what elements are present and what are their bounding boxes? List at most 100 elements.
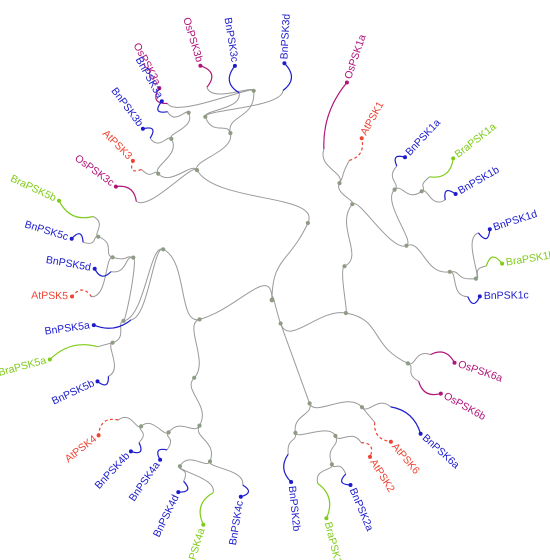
leaf-tip-AtPSK1 xyxy=(359,136,364,141)
leaf-branch-BnPSK5a xyxy=(93,319,132,329)
leaf-tip-BnPSK1b xyxy=(453,192,458,196)
leaf-tip-BnPSK3a xyxy=(159,99,164,104)
tree-node-C1b xyxy=(404,243,409,248)
tree-node-C6a xyxy=(405,361,410,366)
branch-to-BnPSK1a xyxy=(391,165,398,190)
tree-node-C2a xyxy=(293,430,298,435)
tree-node-root xyxy=(269,297,275,303)
branch-to-BnPSK4a xyxy=(166,432,172,451)
leaf-branch-BnPSK4b xyxy=(130,442,142,454)
leaf-tip-BnPSK1c xyxy=(477,294,482,299)
tree-node-C4c xyxy=(207,459,213,464)
leaf-label-BnPSK2a: BnPSK2a xyxy=(347,486,376,533)
leaf-tip-OsPSK3c xyxy=(113,184,118,189)
leaf-label-BraPSK5a: BraPSK5a xyxy=(0,355,48,379)
branch-to-BnPSK5c xyxy=(82,236,99,244)
tree-node-R2 xyxy=(197,317,202,322)
branch-C3 xyxy=(196,169,310,224)
branch-to-BnPSK4c xyxy=(209,461,244,486)
leaf-branch-BnPSK3b xyxy=(142,127,154,139)
tree-node-C5e xyxy=(96,234,101,239)
leaf-tip-BnPSK3c xyxy=(232,63,237,68)
leaf-branch-AtPSK3 xyxy=(130,160,142,172)
leaf-branch-BnPSK5b xyxy=(97,376,110,386)
tree-node-C3 xyxy=(194,168,200,173)
tree-node-C3a xyxy=(156,171,161,176)
tree-node-C6 xyxy=(343,310,348,316)
tree-node-C1y xyxy=(419,189,424,194)
branch-C1b xyxy=(351,203,407,247)
branch-to-BnPSK4d xyxy=(179,465,186,482)
branch-C1x xyxy=(391,189,409,247)
branch-R3 xyxy=(271,222,309,301)
leaf-tip-BraPSK5b xyxy=(57,198,61,203)
leaf-label-BnPSK1b: BnPSK1b xyxy=(456,164,502,197)
leaf-label-BnPSK4d: BnPSK4d xyxy=(151,493,182,539)
tree-node-C4d xyxy=(177,464,182,469)
leaf-branch-BnPSK2a xyxy=(341,473,351,486)
leaf-branch-BnPSK4a xyxy=(157,448,168,461)
branch-C2d xyxy=(329,435,337,465)
leaf-label-BnPSK4a: BnPSK4a xyxy=(127,459,163,503)
leaf-tip-BnPSK4b xyxy=(128,449,133,454)
leaf-label-AtPSK2: AtPSK2 xyxy=(367,457,397,495)
leaf-branch-OsPSK6b xyxy=(418,381,441,396)
branch-to-AtPSK5 xyxy=(91,256,113,298)
branch-C2a xyxy=(294,403,311,433)
branch-to-AtPSK1 xyxy=(339,160,350,184)
leaf-branch-OsPSK3a xyxy=(155,87,168,105)
leaf-label-BnPSK4c: BnPSK4c xyxy=(227,500,246,546)
tree-node-C6b xyxy=(342,264,347,269)
branch-to-OsPSK1a xyxy=(322,149,341,184)
tree-node-R3 xyxy=(305,220,310,226)
leaf-branch-BnPSK1b xyxy=(444,189,456,201)
leaf-branch-OsPSK1a xyxy=(323,82,348,150)
branch-to-OsPSK6a xyxy=(407,353,431,365)
leaf-label-OsPSK6a: OsPSK6a xyxy=(456,358,504,384)
tree-node-R2a xyxy=(192,375,197,380)
leaf-tip-AtPSK4 xyxy=(96,433,101,438)
tree-node-C3e xyxy=(203,114,208,119)
branch-to-OsPSK3a xyxy=(167,89,255,108)
leaf-tip-BraPSK1a xyxy=(451,156,456,161)
leaf-label-OsPSK3c: OsPSK3c xyxy=(72,152,116,188)
branch-to-BnPSK3a xyxy=(167,111,190,118)
leaf-branch-OsPSK6a xyxy=(430,351,456,364)
branch-C4d xyxy=(179,459,211,467)
leaf-tip-BnPSK4d xyxy=(176,490,181,495)
leaf-tip-BnPSK5c xyxy=(69,236,74,241)
branch-C3e xyxy=(204,116,231,134)
leaf-branch-BnPSK3d xyxy=(282,62,293,91)
branch-C3b xyxy=(156,138,174,175)
leaf-tip-BnPSK5b xyxy=(95,379,100,384)
tree-node-C4 xyxy=(197,423,202,428)
leaf-branch-AtPSK5 xyxy=(71,289,92,298)
branch-R2b xyxy=(162,248,200,320)
leaf-branch-BnPSK5c xyxy=(71,233,84,243)
leaf-branch-BnPSK2b xyxy=(283,453,292,483)
tree-nodes xyxy=(96,88,478,469)
branch-to-BraPSK2a xyxy=(316,464,333,484)
leaf-branch-BraPSK1a xyxy=(429,158,454,178)
branch-C1 xyxy=(338,182,353,205)
branch-C1z xyxy=(406,244,450,273)
leaf-tip-BnPSK1d xyxy=(487,227,492,232)
branch-to-AtPSK4 xyxy=(118,416,142,428)
branch-to-BnPSK2a xyxy=(331,464,347,475)
branch-C2b xyxy=(294,430,336,437)
leaf-label-BnPSK1a: BnPSK1a xyxy=(403,117,443,159)
leaf-label-BraPSK4a: BraPSK4a xyxy=(182,527,208,560)
leaf-label-BnPSK5a: BnPSK5a xyxy=(44,319,91,337)
leaf-branch-BnPSK4d xyxy=(178,480,189,493)
leaf-branch-BraPSK5b xyxy=(58,200,94,219)
leaf-branch-AtPSK4 xyxy=(98,418,119,436)
leaf-label-AtPSK4: AtPSK4 xyxy=(63,433,99,465)
leaf-branch-OsPSK3c xyxy=(115,185,137,202)
leaf-branch-BraPSK4a xyxy=(199,492,214,525)
leaf-branch-BnPSK1a xyxy=(394,155,406,167)
leaf-tip-BraPSK4a xyxy=(201,522,206,527)
leaf-tip-OsPSK6a xyxy=(452,360,457,365)
tree-node-C1x xyxy=(392,187,397,192)
leaf-branch-BnPSK1c xyxy=(467,296,481,305)
leaf-tip-BnPSK1a xyxy=(403,155,407,160)
